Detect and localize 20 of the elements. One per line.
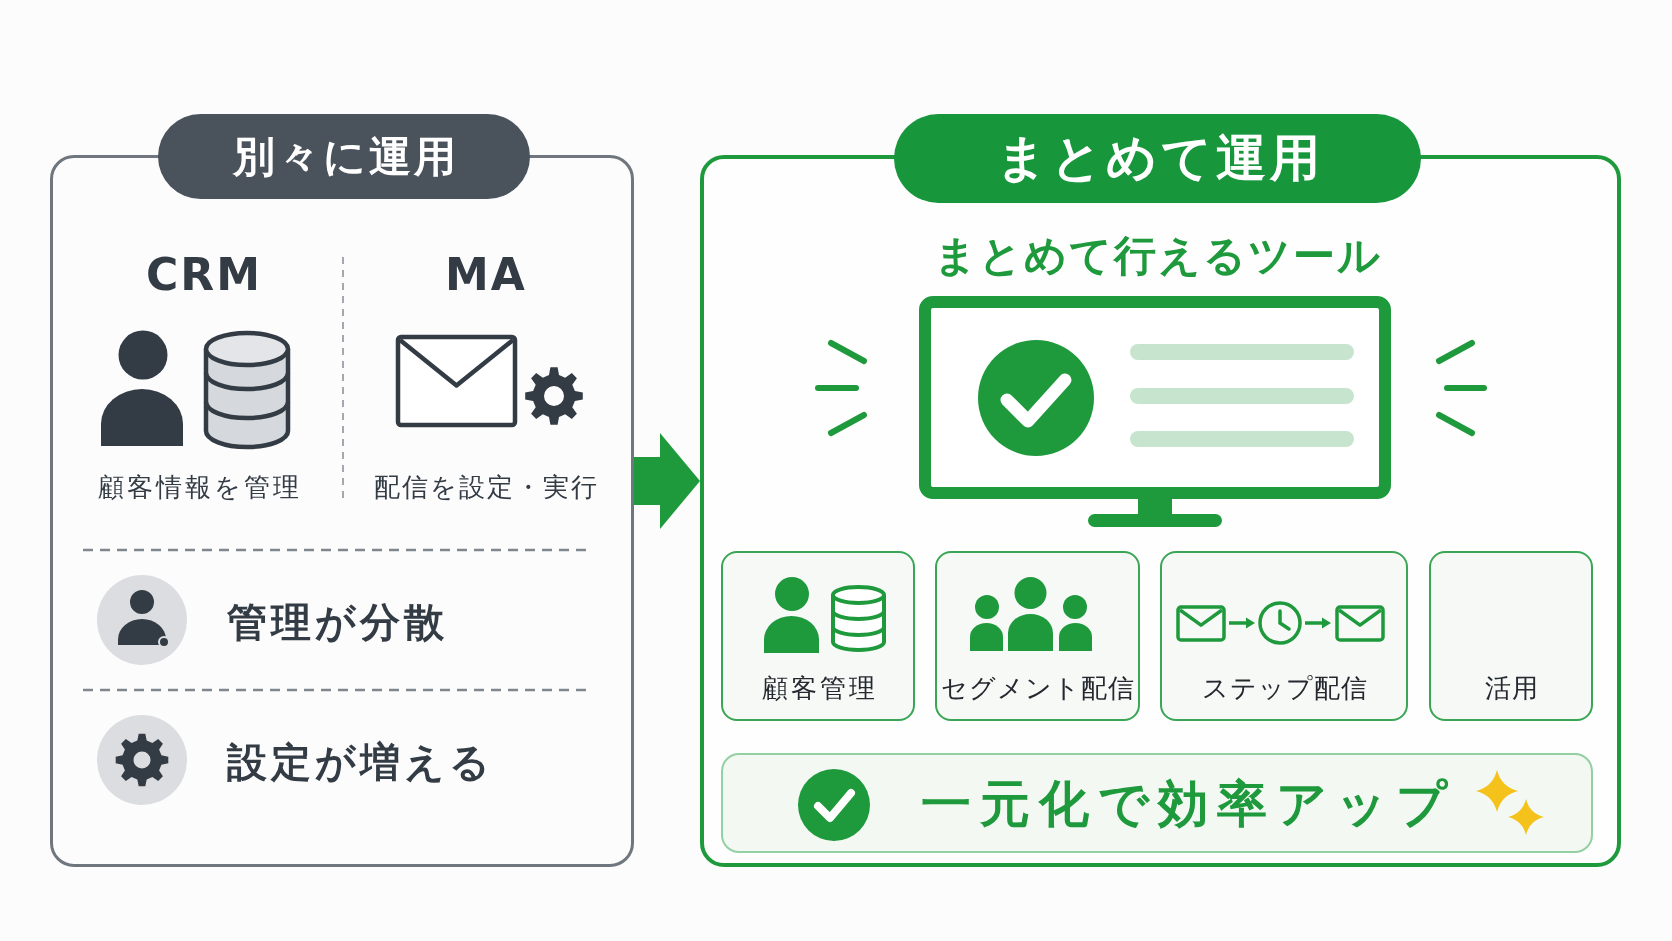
feature-card	[1429, 551, 1593, 721]
section-caption: 配信を設定・実行	[372, 473, 599, 503]
panel-heading: 別々に運用	[158, 114, 530, 199]
feature-label: セグメント配信	[939, 674, 1135, 704]
subheading: まとめて行えるツール	[933, 231, 1382, 281]
feature-label: 顧客管理	[760, 674, 878, 704]
section-heading: MA	[444, 249, 527, 301]
section-heading: CRM	[145, 249, 262, 301]
feature-card	[721, 551, 915, 721]
feature-card	[935, 551, 1140, 721]
feature-label: 活用	[1483, 674, 1539, 704]
panel-heading: まとめて運用	[894, 114, 1421, 203]
summary-banner	[721, 753, 1593, 853]
feature-card	[1160, 551, 1408, 721]
issue-text: 設定が増える	[227, 739, 494, 785]
summary-text: 一元化で効率アップ	[920, 775, 1456, 834]
issue-text: 管理が分散	[227, 599, 448, 645]
section-caption: 顧客情報を管理	[96, 473, 302, 503]
block-arrow	[634, 433, 700, 529]
feature-label: ステップ配信	[1200, 674, 1368, 704]
